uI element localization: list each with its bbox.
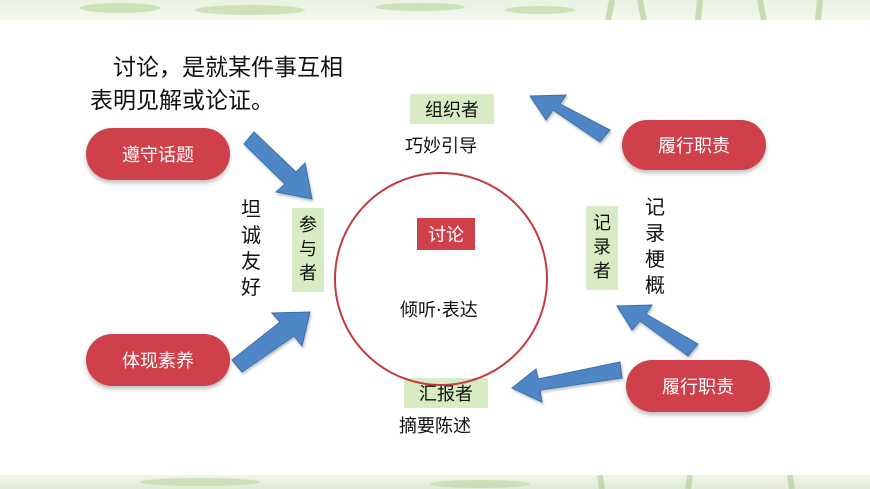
- arrow-top-right: [529, 94, 611, 143]
- recorder-trait: 记 录 梗 概: [642, 194, 668, 298]
- recorder-trait-char: 录: [645, 221, 665, 245]
- organizer-box: 组织者: [410, 94, 494, 124]
- recorder-trait-char: 概: [645, 273, 665, 297]
- arrow-to-reporter: [511, 361, 623, 403]
- pill-follow-topic: 遵守话题: [86, 128, 230, 180]
- organizer-trait: 巧妙引导: [405, 136, 477, 157]
- arrow-bottom-left: [231, 311, 311, 373]
- participant-trait-char: 友: [241, 249, 261, 273]
- participant-trait-char: 坦: [241, 197, 261, 221]
- participant-box: 参 与 者: [292, 208, 324, 292]
- participant-char: 参: [299, 215, 317, 236]
- recorder-trait-char: 梗: [645, 247, 665, 271]
- pill-show-manners: 体现素养: [86, 334, 230, 386]
- arrow-top-left: [243, 131, 313, 200]
- participant-char: 者: [299, 263, 317, 284]
- participant-trait-char: 诚: [241, 223, 261, 247]
- arrow-bottom-right: [616, 304, 699, 357]
- recorder-trait-char: 记: [645, 195, 665, 219]
- recorder-box: 记 录 者: [586, 206, 618, 290]
- recorder-char: 者: [593, 261, 611, 282]
- participant-char: 与: [299, 239, 317, 260]
- pill-fulfill-duty-top: 履行职责: [622, 120, 766, 170]
- intro-text: 讨论，是就某件事互相表明见解或论证。: [90, 55, 343, 114]
- center-subtitle: 倾听·表达: [400, 300, 478, 321]
- participant-trait-char: 好: [241, 275, 261, 299]
- participant-trait: 坦 诚 友 好: [238, 196, 264, 300]
- recorder-char: 录: [593, 237, 611, 258]
- recorder-char: 记: [593, 213, 611, 234]
- pill-fulfill-duty-bottom: 履行职责: [626, 360, 770, 412]
- discussion-circle: [334, 172, 548, 386]
- reporter-trait: 摘要陈述: [399, 416, 471, 437]
- center-label: 讨论: [417, 218, 475, 250]
